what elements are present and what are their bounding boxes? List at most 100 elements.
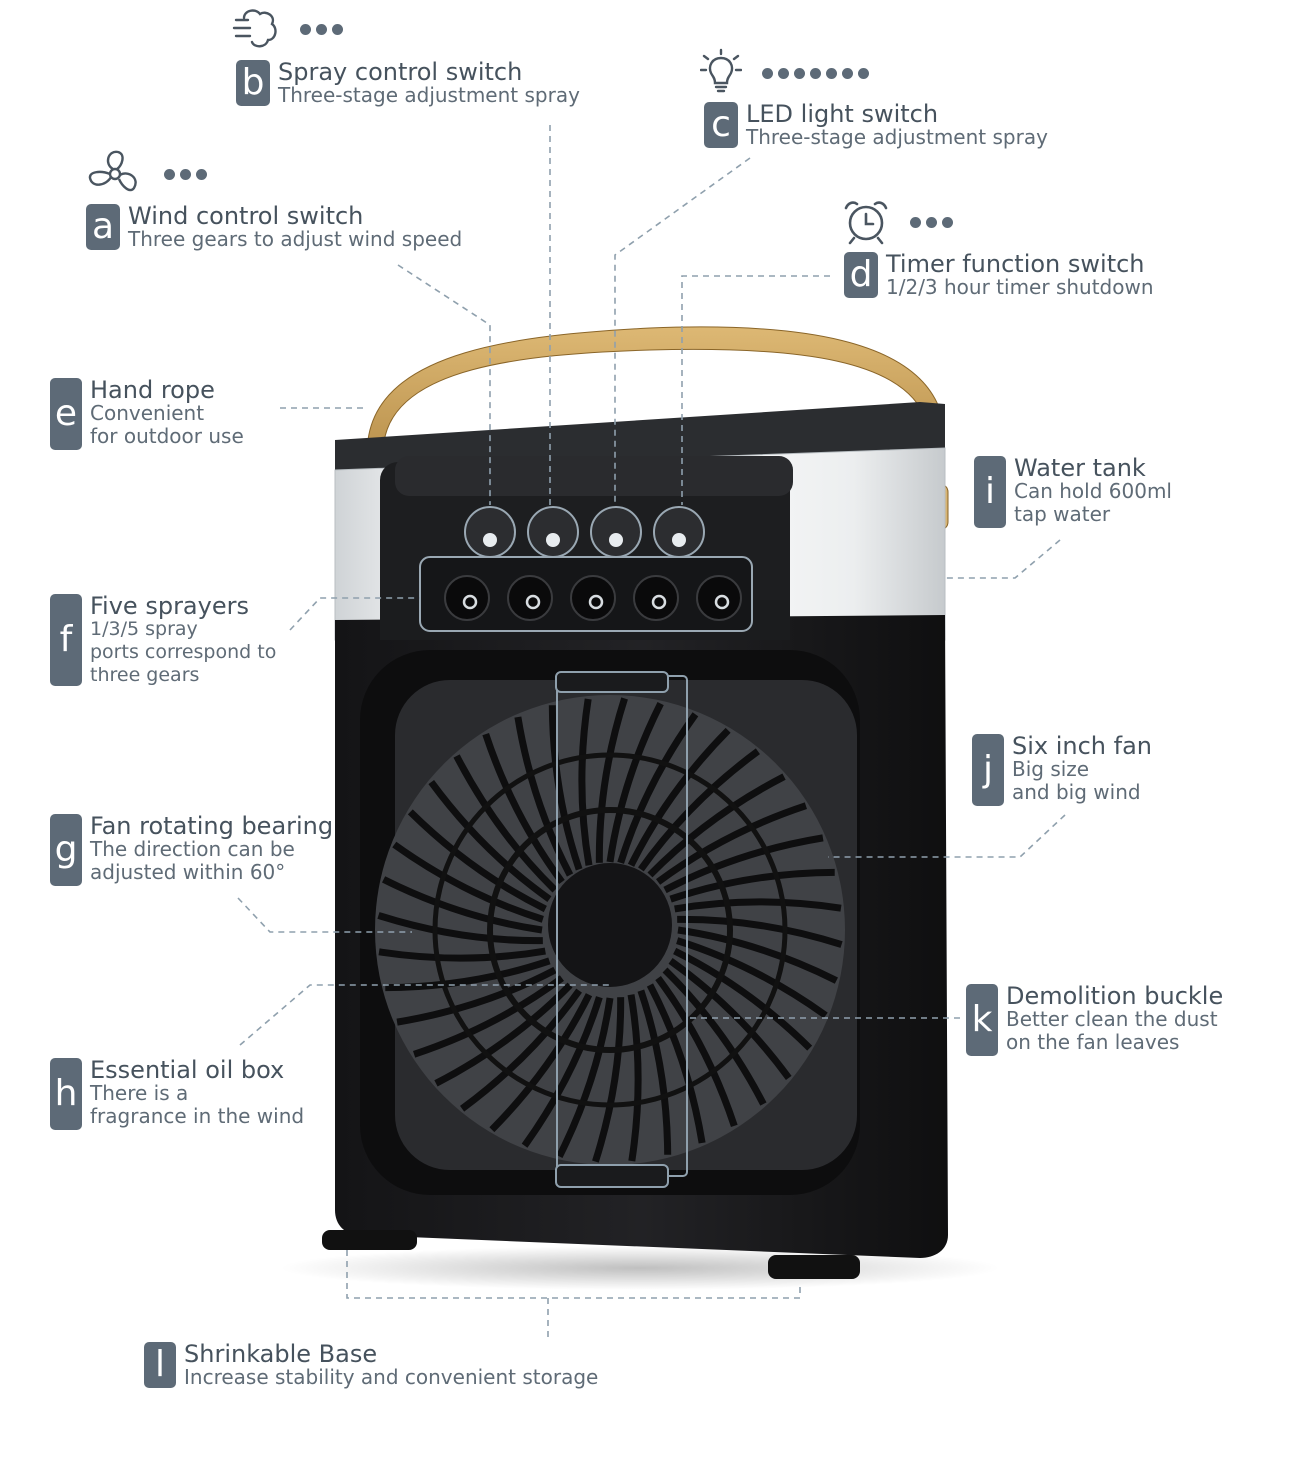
fan-blade	[627, 727, 731, 867]
button-symbol	[483, 533, 497, 547]
callout-f-desc-3: three gears	[90, 664, 200, 686]
fan-blade	[514, 716, 574, 877]
fan-blade	[668, 958, 792, 1080]
fan-blade	[606, 702, 664, 863]
callout-g-title: Fan rotating bearing	[90, 812, 334, 840]
button-symbol	[609, 533, 623, 547]
right-foot	[768, 1255, 860, 1279]
fan-blade	[646, 983, 706, 1144]
callout-f-title: Five sprayers	[90, 592, 249, 620]
badge-b: b	[236, 60, 270, 106]
fan-blade	[453, 754, 558, 893]
callout-f-desc-2: ports correspond to	[90, 641, 277, 663]
badge-c: c	[704, 102, 738, 148]
fan-blade	[592, 997, 625, 1163]
badge-i: i	[974, 456, 1006, 528]
badge-e: e	[50, 378, 82, 450]
callout-k-title: Demolition buckle	[1006, 982, 1224, 1010]
sprayers	[444, 575, 742, 621]
fan-blade	[627, 994, 642, 1162]
callout-l-title: Shrinkable Base	[184, 1340, 378, 1368]
callout-e: e Hand rope Convenient for outdoor use	[50, 378, 244, 450]
callout-e-desc-2: for outdoor use	[90, 424, 244, 448]
level-dot	[164, 169, 175, 180]
level-dot	[180, 169, 191, 180]
callout-j-desc-2: and big wind	[1012, 780, 1141, 804]
alarm-clock-icon	[844, 201, 888, 245]
level-dot	[778, 68, 789, 79]
level-dot	[794, 68, 805, 79]
level-dot	[332, 24, 343, 35]
callout-b-title: Spray control switch	[278, 58, 523, 86]
callout-g-desc-2: adjusted within 60°	[90, 860, 286, 884]
level-dot	[316, 24, 327, 35]
light-bulb-icon	[700, 48, 742, 93]
wind-level-dots	[164, 169, 207, 180]
badge-d: d	[844, 252, 878, 298]
fan-blade	[617, 712, 699, 864]
callout-h: h Essential oil box There is a fragrance…	[50, 1058, 304, 1130]
callout-b-desc: Three-stage adjustment spray	[278, 83, 580, 107]
callout-d-title: Timer function switch	[886, 250, 1145, 278]
callout-d: d Timer function switch 1/2/3 hour timer…	[844, 252, 1154, 299]
level-dot	[942, 217, 953, 228]
bottom-clip	[555, 1164, 669, 1188]
callout-e-desc-1: Convenient	[90, 401, 205, 425]
badge-a: a	[86, 204, 120, 250]
fan-blade	[655, 802, 807, 885]
callout-a: a Wind control switch Three gears to adj…	[86, 204, 462, 251]
fan-hub	[548, 863, 672, 987]
fan-blade	[428, 780, 552, 902]
fan-blade	[392, 841, 544, 923]
callout-c-title: LED light switch	[746, 100, 939, 128]
fan-blade	[382, 876, 543, 934]
badge-k: k	[966, 984, 998, 1056]
callout-h-desc-1: There is a	[90, 1081, 189, 1105]
leader-lines	[237, 125, 1066, 1340]
timer-level-dots	[910, 217, 953, 228]
fan-blade	[578, 698, 593, 866]
fan-blade	[377, 912, 543, 945]
callout-a-title: Wind control switch	[128, 202, 364, 230]
button-symbol	[672, 533, 686, 547]
callout-f: f Five sprayers 1/3/5 spray ports corres…	[50, 594, 276, 687]
fan-blade	[521, 996, 603, 1148]
badge-h: h	[50, 1058, 82, 1130]
fan-blade	[676, 937, 828, 1019]
level-dot	[826, 68, 837, 79]
level-dot	[196, 169, 207, 180]
callout-c: c LED light switch Three-stage adjustmen…	[704, 102, 1048, 149]
level-dot	[910, 217, 921, 228]
fan-blade	[548, 705, 583, 871]
fan-blade	[556, 997, 614, 1158]
fan-blade	[396, 966, 557, 1026]
fan-blade	[669, 868, 835, 903]
callout-c-desc: Three-stage adjustment spray	[746, 125, 1048, 149]
sprayer-hole	[588, 594, 604, 610]
fan-blade	[647, 773, 786, 878]
callout-i-title: Water tank	[1014, 454, 1146, 482]
sprayer-hole	[525, 594, 541, 610]
callout-j-desc-1: Big size	[1012, 757, 1090, 781]
level-dot	[926, 217, 937, 228]
badge-f: f	[50, 594, 82, 686]
fan-blade	[595, 697, 628, 863]
callout-l-desc: Increase stability and convenient storag…	[184, 1365, 599, 1389]
callout-g: g Fan rotating bearing The direction can…	[50, 814, 333, 886]
level-dot	[762, 68, 773, 79]
spray-level-dots	[300, 24, 343, 35]
fan-blade	[677, 926, 838, 984]
callout-k-desc-1: Better clean the dust	[1006, 1007, 1218, 1031]
fan-blade	[378, 947, 546, 962]
fan-blade	[677, 915, 843, 948]
callout-j: j Six inch fan Big size and big wind	[972, 734, 1152, 806]
fan-icon	[88, 150, 137, 192]
fan-blade	[460, 988, 582, 1112]
fan-blades	[377, 697, 843, 1163]
fan-blade	[413, 975, 565, 1058]
level-dot	[810, 68, 821, 79]
top-clip	[555, 671, 669, 693]
callout-f-desc-1: 1/3/5 spray	[90, 618, 198, 640]
sprayer-hole	[714, 594, 730, 610]
